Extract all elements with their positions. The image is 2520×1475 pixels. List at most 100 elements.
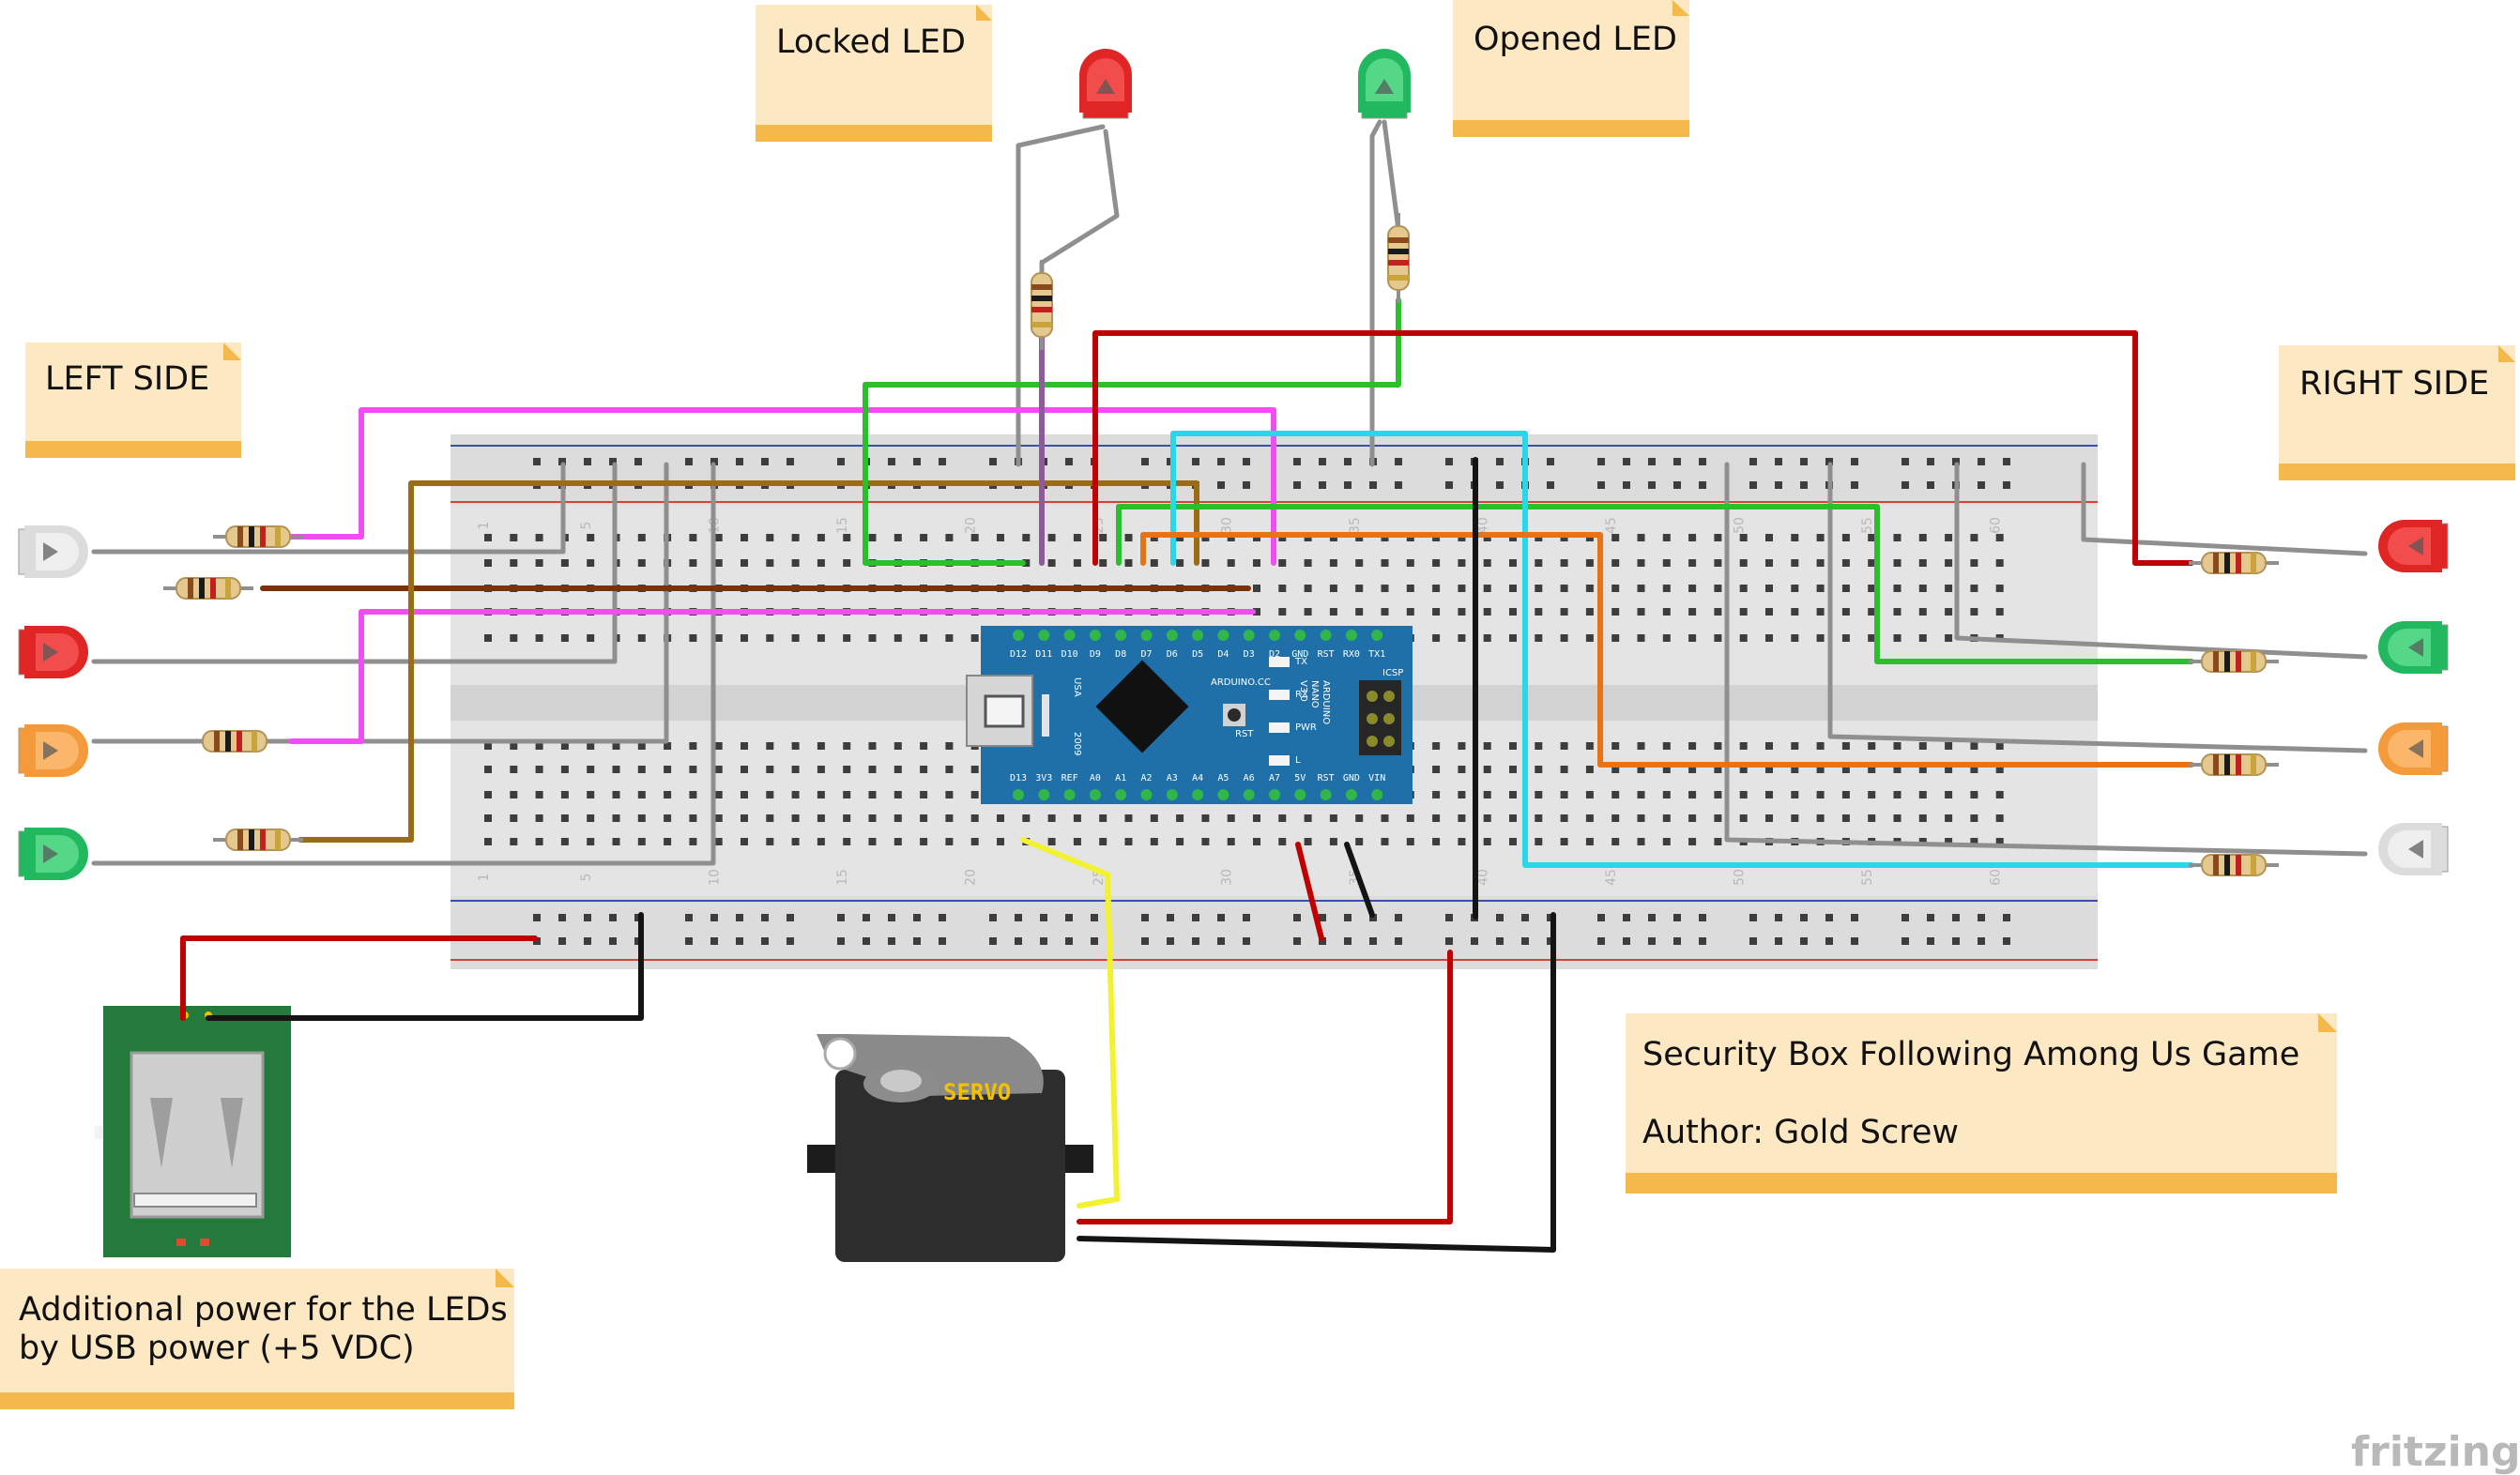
column-number: 5 xyxy=(579,874,594,882)
terminal-hole xyxy=(689,814,697,822)
terminal-hole xyxy=(1458,814,1466,822)
terminal-hole xyxy=(510,814,518,822)
terminal-hole xyxy=(817,559,825,567)
terminal-hole xyxy=(1637,766,1645,773)
terminal-hole xyxy=(1560,791,1568,798)
rail-hole xyxy=(736,458,743,465)
terminal-hole xyxy=(1355,585,1364,592)
resistor-locked-led xyxy=(1031,260,1053,350)
terminal-hole xyxy=(1355,559,1364,567)
rail-hole xyxy=(1319,937,1326,945)
column-number: 5 xyxy=(579,522,594,530)
rail-hole xyxy=(1648,458,1656,465)
arduino-pin xyxy=(1089,789,1101,800)
rail-hole xyxy=(1293,937,1301,945)
terminal-hole xyxy=(1688,791,1697,798)
locked-led-label: Locked LED xyxy=(776,23,966,61)
terminal-hole xyxy=(714,559,723,567)
column-number: 1 xyxy=(477,874,492,882)
terminal-hole xyxy=(664,742,672,750)
terminal-hole xyxy=(484,742,492,750)
resistor-right-3 xyxy=(2189,753,2279,776)
terminal-hole xyxy=(1688,814,1697,822)
terminal-hole xyxy=(1458,608,1466,616)
column-number: 20 xyxy=(964,517,979,534)
terminal-hole xyxy=(1637,791,1645,798)
terminal-hole xyxy=(1253,814,1260,822)
terminal-hole xyxy=(1841,559,1850,567)
terminal-hole xyxy=(587,766,595,773)
rail-hole xyxy=(1800,458,1808,465)
rail-hole xyxy=(1293,458,1301,465)
terminal-hole xyxy=(893,791,902,798)
terminal-hole xyxy=(560,559,569,567)
terminal-hole xyxy=(970,634,979,642)
usa-label: USA xyxy=(1072,677,1082,697)
terminal-hole xyxy=(817,634,825,642)
terminal-hole xyxy=(1688,559,1697,567)
terminal-hole xyxy=(587,814,595,822)
fritzing-logo: fritzing xyxy=(2351,1428,2520,1475)
terminal-hole xyxy=(535,814,543,822)
terminal-hole xyxy=(1739,634,1748,642)
led-opened xyxy=(1358,49,1411,119)
terminal-hole xyxy=(714,742,723,750)
terminal-hole xyxy=(1918,559,1927,567)
terminal-hole xyxy=(484,838,492,845)
terminal-hole xyxy=(637,791,646,798)
terminal-hole xyxy=(741,766,748,773)
terminal-hole xyxy=(1535,585,1543,592)
rail-hole xyxy=(1243,937,1250,945)
arduino-pin-label: D5 xyxy=(1192,649,1203,660)
terminal-hole xyxy=(1816,814,1825,822)
terminal-hole xyxy=(637,814,646,822)
rail-hole xyxy=(1547,458,1554,465)
wire-magenta-1 xyxy=(288,407,1276,566)
terminal-hole xyxy=(1816,791,1825,798)
terminal-hole xyxy=(1868,791,1876,798)
terminal-hole xyxy=(1868,742,1876,750)
terminal-hole xyxy=(1022,814,1031,822)
terminal-hole xyxy=(1816,766,1825,773)
terminal-hole xyxy=(1099,559,1107,567)
terminal-hole xyxy=(766,791,774,798)
terminal-hole xyxy=(1381,608,1389,616)
rail-hole xyxy=(1623,914,1630,921)
terminal-hole xyxy=(1791,766,1799,773)
rail-hole xyxy=(1395,481,1402,489)
wires xyxy=(91,119,2368,1253)
terminal-hole xyxy=(510,766,518,773)
terminal-hole xyxy=(1918,608,1927,616)
arduino-pin xyxy=(1140,630,1153,641)
terminal-hole xyxy=(766,766,774,773)
rail-hole xyxy=(1800,914,1808,921)
rail-hole xyxy=(558,937,566,945)
wire-left-green-leg xyxy=(91,462,716,866)
terminal-hole xyxy=(1841,534,1850,541)
terminal-hole xyxy=(1945,608,1953,616)
rail-hole xyxy=(1800,481,1808,489)
terminal-hole xyxy=(510,559,518,567)
wire-opened-led-leg xyxy=(1369,119,1382,467)
column-number: 15 xyxy=(835,517,850,534)
terminal-hole xyxy=(1483,559,1491,567)
rail-hole xyxy=(685,937,693,945)
terminal-hole xyxy=(1662,814,1671,822)
terminal-hole xyxy=(1585,634,1594,642)
arduino-pin-label: A5 xyxy=(1217,773,1229,783)
rail-hole xyxy=(1673,481,1681,489)
terminal-hole xyxy=(1841,766,1850,773)
terminal-hole xyxy=(920,534,928,541)
rail-hole xyxy=(1927,914,1934,921)
note-left-side: LEFT SIDE xyxy=(25,342,241,458)
rail-hole xyxy=(1901,914,1909,921)
column-number: 50 xyxy=(1733,517,1748,534)
terminal-hole xyxy=(970,766,979,773)
terminal-hole xyxy=(1483,766,1491,773)
usb-power-line1: Additional power for the LEDs xyxy=(19,1291,508,1329)
terminal-hole xyxy=(1945,791,1953,798)
terminal-hole xyxy=(1535,608,1543,616)
terminal-hole xyxy=(1611,585,1620,592)
terminal-hole xyxy=(1099,534,1107,541)
terminal-hole xyxy=(1739,766,1748,773)
